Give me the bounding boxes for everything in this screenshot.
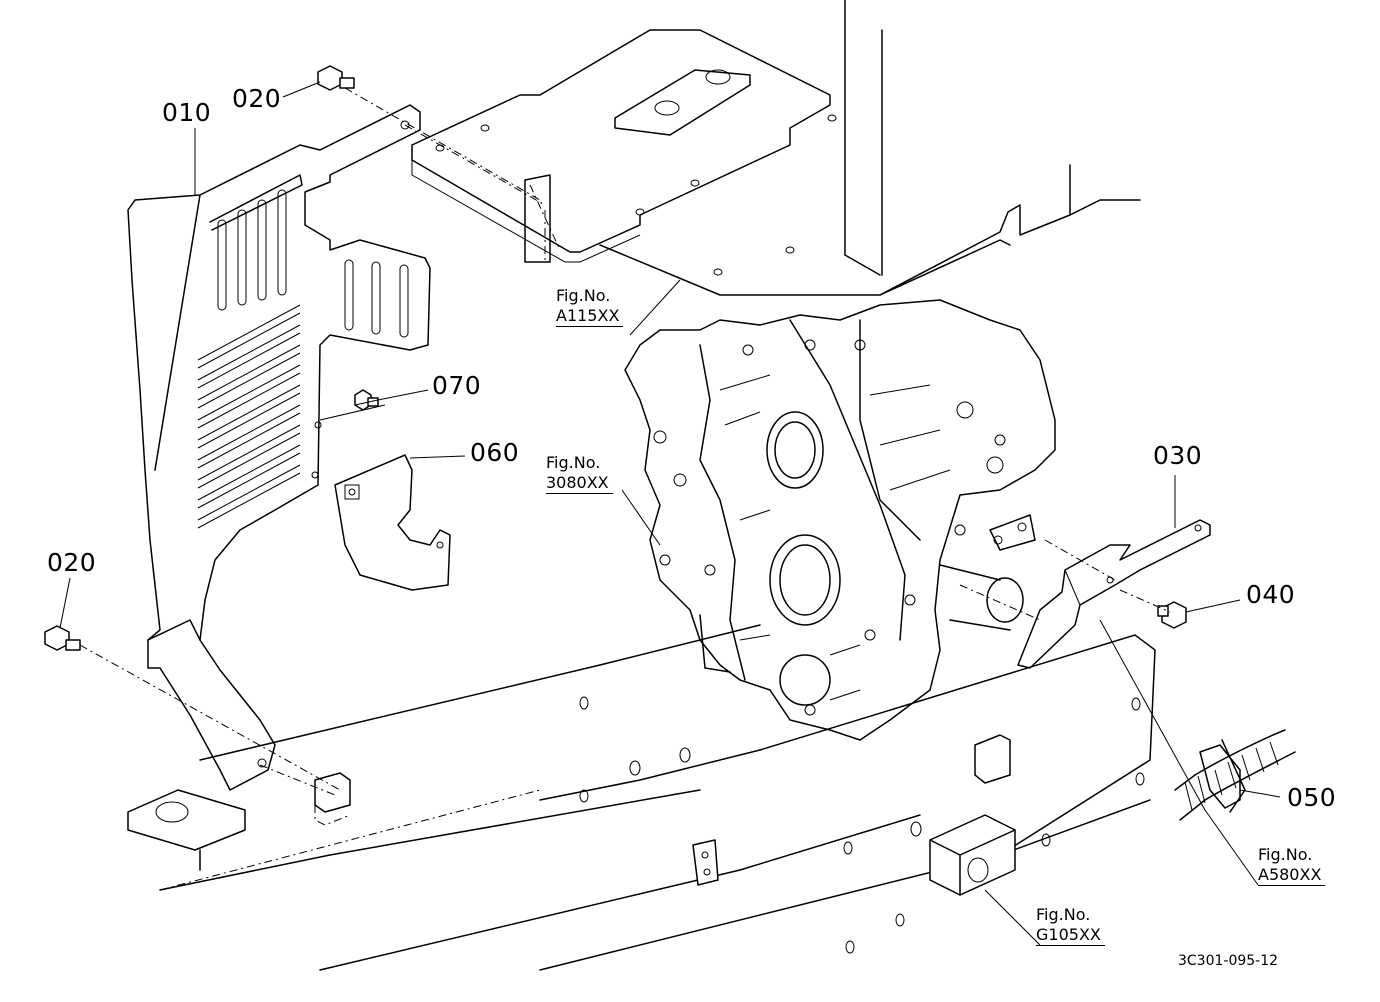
fig-ref-code: A580XX	[1258, 865, 1326, 886]
bracket-030	[1017, 519, 1211, 669]
part-label-020-top: 020	[232, 84, 282, 113]
part-label-070: 070	[432, 371, 482, 400]
side-cover-plate	[127, 104, 431, 791]
fig-ref-a580[interactable]: Fig.No. A580XX	[1258, 845, 1326, 886]
engine-gear-case	[624, 299, 1056, 741]
fig-ref-prefix: Fig.No.	[546, 453, 601, 472]
bolt-020-top	[317, 65, 355, 91]
fig-ref-code: G105XX	[1036, 925, 1105, 946]
part-label-020-left: 020	[47, 548, 97, 577]
fig-ref-g105[interactable]: Fig.No. G105XX	[1036, 905, 1105, 946]
assembly-lines	[79, 87, 1171, 796]
fig-ref-prefix: Fig.No.	[1036, 905, 1091, 924]
document-code: 3C301-095-12	[1178, 953, 1279, 969]
lower-frame	[127, 624, 1156, 971]
fig-ref-prefix: Fig.No.	[1258, 845, 1313, 864]
fig-ref-code: 3080XX	[546, 473, 613, 494]
fig-ref-code: A115XX	[556, 306, 624, 327]
bolt-040	[1157, 601, 1187, 629]
part-label-040: 040	[1246, 580, 1296, 609]
bolt-020-left	[44, 625, 81, 651]
hose-clamp-050	[1174, 729, 1296, 821]
leader-lines	[59, 81, 1281, 946]
part-label-010: 010	[162, 98, 212, 127]
fig-ref-a115[interactable]: Fig.No. A115XX	[556, 286, 624, 327]
part-label-030: 030	[1153, 441, 1203, 470]
fig-ref-prefix: Fig.No.	[556, 286, 611, 305]
part-label-060: 060	[470, 438, 520, 467]
fig-ref-3080[interactable]: Fig.No. 3080XX	[546, 453, 613, 494]
part-label-050: 050	[1287, 783, 1337, 812]
bracket-060	[334, 454, 451, 591]
upper-plate	[411, 0, 1141, 296]
